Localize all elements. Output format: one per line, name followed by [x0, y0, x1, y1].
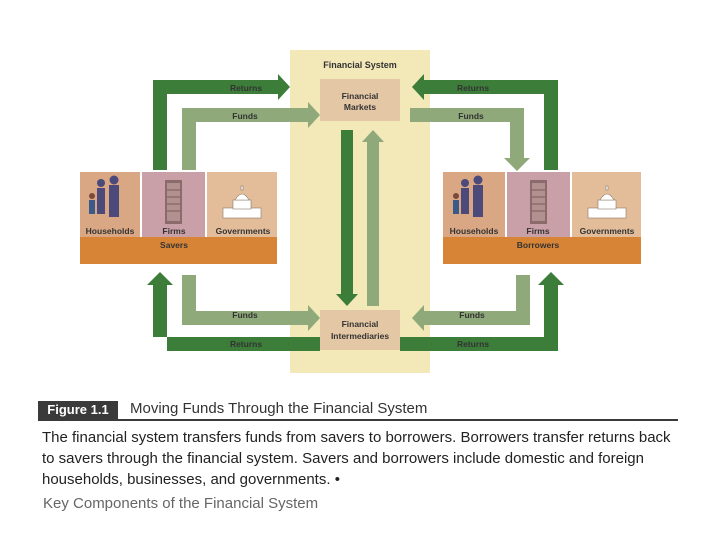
financial-intermediaries-box [320, 310, 400, 350]
households-people-icon [89, 175, 119, 217]
borrowers-role-label: Borrowers [517, 240, 560, 250]
bottom-left-returns-arrow [147, 272, 320, 351]
caption-text: The financial system transfers funds fro… [42, 429, 671, 488]
borrowers-firms-label: Firms [526, 226, 549, 236]
financial-system-title: Financial System [323, 60, 397, 70]
top-right-returns-arrow [412, 74, 558, 170]
bottom-left-funds-arrow [182, 275, 320, 331]
savers-governments-label: Governments [216, 226, 271, 236]
top-left-funds-label: Funds [232, 111, 258, 121]
figure-caption: The financial system transfers funds fro… [42, 427, 682, 490]
savers-group: Households Firms Governments Savers [80, 172, 277, 264]
footer-text: Key Components of the Financial System [43, 495, 319, 512]
bottom-left-funds-label: Funds [232, 310, 258, 320]
governments-capitol-icon [222, 185, 262, 219]
households-people-icon [453, 175, 483, 217]
financial-system-diagram: Financial System Financial Markets Finan… [80, 50, 641, 373]
top-right-funds-label: Funds [458, 111, 484, 121]
borrowers-governments-label: Governments [580, 226, 635, 236]
bottom-left-returns-label: Returns [230, 339, 262, 349]
financial-markets-label: Financial [342, 91, 379, 101]
figure-label: Figure 1.1 [38, 401, 118, 419]
top-left-funds-arrow [182, 102, 320, 170]
top-right-funds-arrow [410, 108, 530, 171]
down-arrow-markets-to-intermediaries [336, 130, 358, 306]
bottom-right-funds-arrow [412, 275, 530, 331]
financial-intermediaries-label-2: Intermediaries [331, 331, 389, 341]
governments-capitol-icon [587, 185, 627, 219]
top-left-returns-label: Returns [230, 83, 262, 93]
bottom-right-funds-label: Funds [459, 310, 485, 320]
up-arrow-intermediaries-to-markets [362, 130, 384, 306]
financial-markets-label-2: Markets [344, 102, 376, 112]
firms-building-icon [165, 180, 182, 224]
borrowers-group: Households Firms Governments Borrowers [443, 172, 641, 264]
bottom-right-returns-label: Returns [457, 339, 489, 349]
financial-markets-box [320, 79, 400, 121]
figure-rule [38, 419, 678, 421]
borrowers-households-label: Households [450, 226, 499, 236]
financial-intermediaries-label: Financial [342, 319, 379, 329]
figure-title: Moving Funds Through the Financial Syste… [130, 400, 428, 417]
firms-building-icon [530, 180, 547, 224]
borrowers-band [443, 237, 641, 264]
savers-band [80, 237, 277, 264]
top-right-returns-label: Returns [457, 83, 489, 93]
top-left-returns-arrow [153, 74, 290, 170]
bottom-right-returns-arrow [400, 272, 564, 351]
savers-firms-label: Firms [162, 226, 185, 236]
caption-end-mark: • [334, 471, 340, 488]
savers-role-label: Savers [160, 240, 188, 250]
savers-households-label: Households [86, 226, 135, 236]
